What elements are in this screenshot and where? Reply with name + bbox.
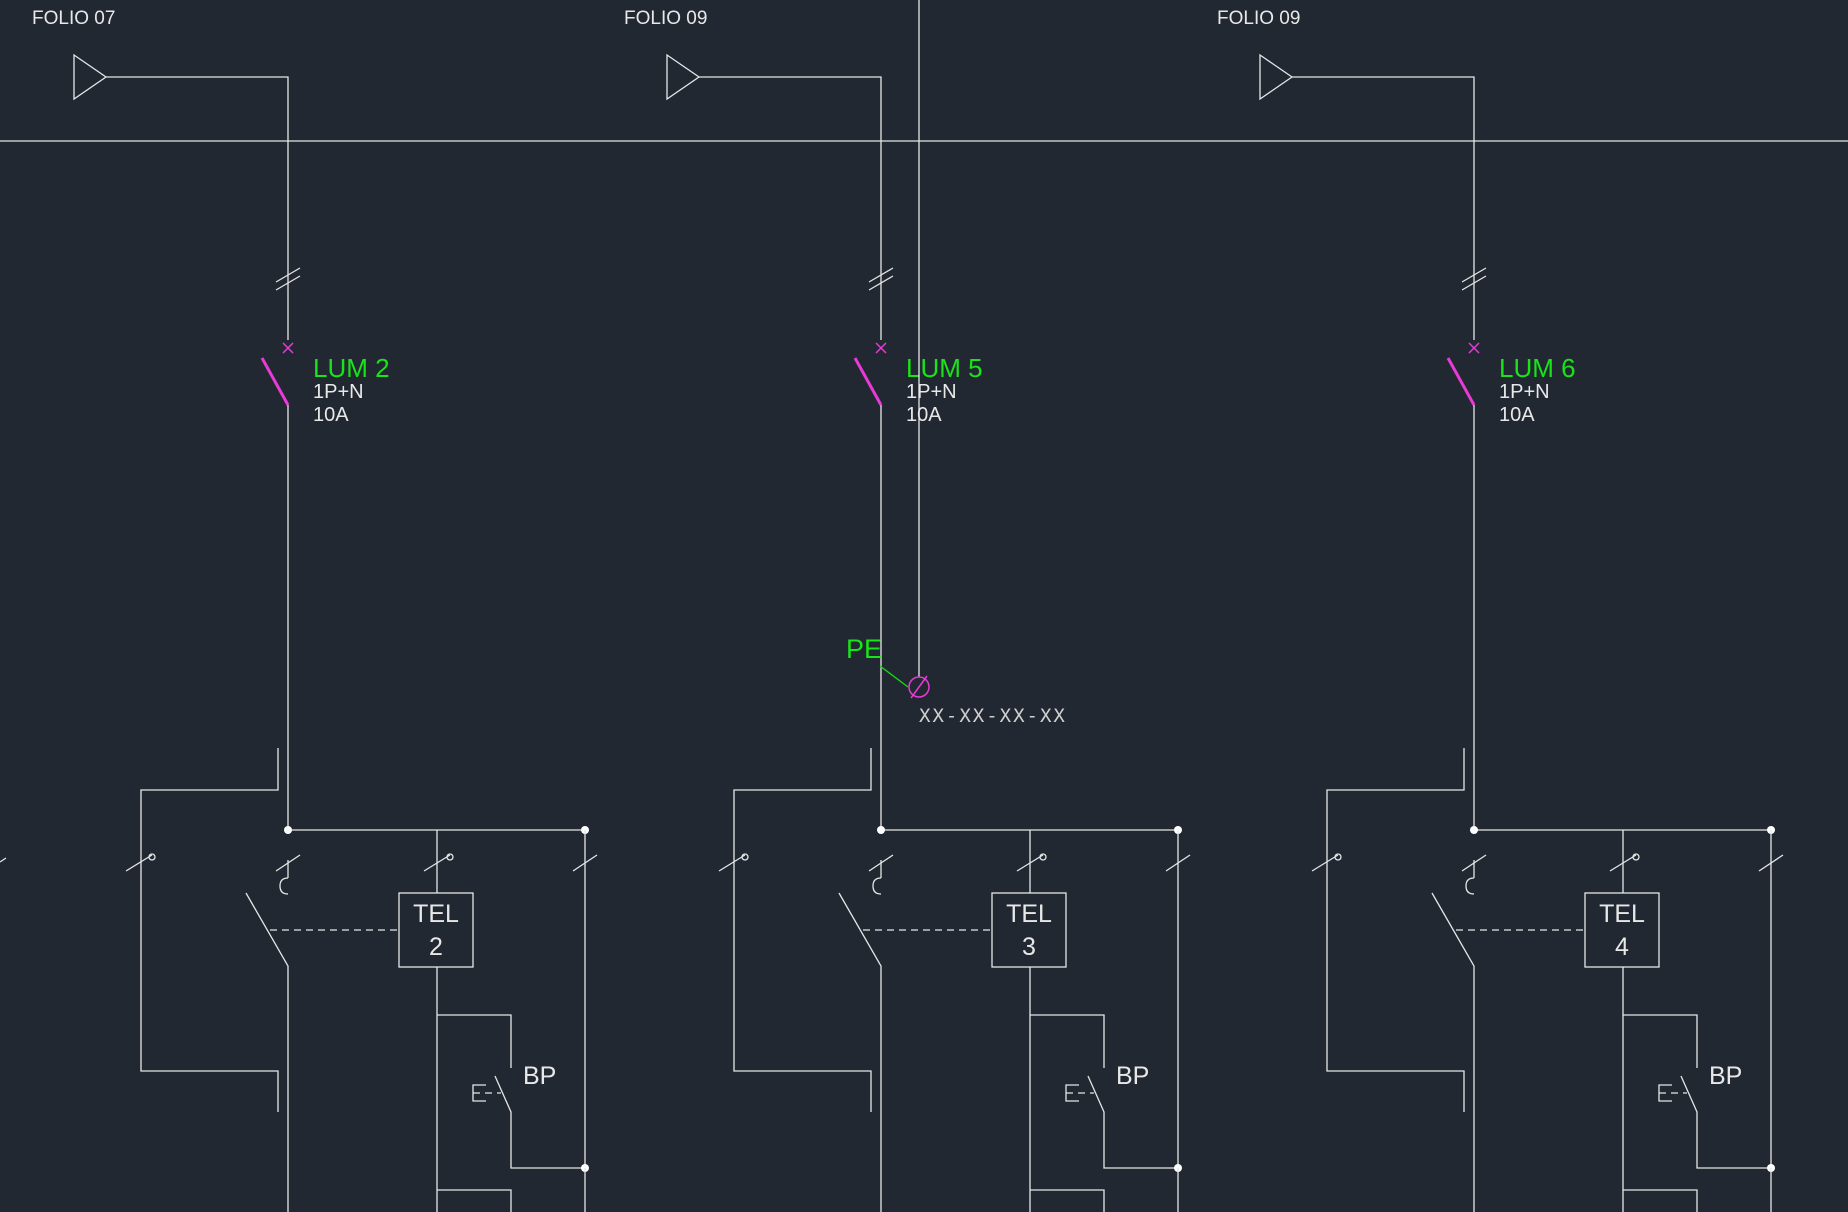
feed-wire — [106, 76, 289, 340]
off-page-connector-icon[interactable] — [1259, 53, 1294, 101]
terminal-mark-icon — [0, 857, 7, 863]
circuit-2[interactable]: FOLIO 09 LUM 5 1P+N 10A TEL 3 — [624, 8, 1191, 1212]
relay-label: TEL — [413, 900, 459, 928]
breaker-poles: 1P+N — [313, 381, 364, 403]
return-wire — [1030, 1189, 1105, 1212]
terminal-mark-icon — [1165, 854, 1191, 872]
earth-identifier: XX-XX-XX-XX — [919, 705, 1067, 727]
terminal-mark-icon — [1311, 854, 1339, 872]
relay-contact-switch-icon[interactable] — [245, 892, 289, 1212]
terminal-mark-icon — [148, 853, 156, 861]
breaker-name: LUM 2 — [313, 353, 390, 383]
relay-number: 4 — [1615, 933, 1629, 961]
junction-dot — [877, 826, 885, 834]
terminal-mark-icon — [1758, 854, 1784, 872]
relay-label: TEL — [1599, 900, 1645, 928]
breaker-contact-mark — [1468, 342, 1480, 354]
return-wire — [1623, 1189, 1698, 1212]
earth-leader-line — [879, 665, 909, 688]
pushbutton-label: BP — [1709, 1062, 1742, 1090]
breaker-poles: 1P+N — [1499, 381, 1550, 403]
return-wire — [437, 1189, 512, 1212]
control-loop-wire — [140, 748, 279, 1112]
terminal-mark-icon — [446, 853, 454, 861]
feed-wire — [1292, 76, 1475, 340]
off-page-connector-icon[interactable] — [666, 53, 701, 101]
junction-dot — [284, 826, 292, 834]
cable-tick-mark — [275, 267, 301, 283]
earth-label: PE — [846, 634, 882, 664]
relay-contact-switch-icon[interactable] — [838, 892, 882, 1212]
relay-label: TEL — [1006, 900, 1052, 928]
pushbutton-wire — [1030, 1014, 1105, 1068]
control-loop-wire — [1326, 748, 1465, 1112]
breaker-rating: 10A — [906, 404, 942, 426]
terminal-mark-icon — [1632, 853, 1640, 861]
feed-wire — [699, 76, 882, 340]
breaker-switch-icon[interactable] — [853, 357, 883, 406]
pushbutton-label: BP — [1116, 1062, 1149, 1090]
earth-conductor[interactable]: PE XX-XX-XX-XX — [846, 0, 1067, 727]
pushbutton-contact-icon[interactable] — [494, 1075, 585, 1169]
terminal-mark-icon — [1016, 854, 1044, 872]
breaker-switch-icon[interactable] — [260, 357, 290, 406]
contact-pivot-icon — [872, 877, 882, 895]
cable-tick-mark — [1461, 267, 1487, 283]
pushbutton-wire — [1623, 1014, 1698, 1068]
terminal-mark-icon — [1609, 854, 1637, 872]
junction-dot — [1470, 826, 1478, 834]
breaker-contact-mark — [875, 342, 887, 354]
terminal-mark-icon — [125, 854, 153, 872]
earth-terminal-icon[interactable] — [908, 676, 930, 698]
cable-tick-mark — [275, 275, 301, 291]
terminal-mark-icon — [572, 854, 598, 872]
contact-pivot-icon — [1465, 877, 1475, 895]
folio-reference: FOLIO 09 — [624, 8, 707, 29]
cable-tick-mark — [1461, 275, 1487, 291]
circuit-3[interactable]: FOLIO 09 LUM 6 1P+N 10A TEL 4 — [1217, 8, 1784, 1212]
cable-tick-mark — [868, 275, 894, 291]
control-loop-wire — [733, 748, 872, 1112]
terminal-mark-icon — [423, 854, 451, 872]
cable-tick-mark — [868, 267, 894, 283]
breaker-rating: 10A — [1499, 404, 1535, 426]
breaker-name: LUM 6 — [1499, 353, 1576, 383]
terminal-mark-icon — [741, 853, 749, 861]
breaker-contact-mark — [282, 342, 294, 354]
circuit-1[interactable]: FOLIO 07 LUM 2 1P+N 10A TEL 2 — [32, 8, 598, 1212]
terminal-mark-icon — [1334, 853, 1342, 861]
contact-pivot-icon — [279, 877, 289, 895]
relay-coil-box[interactable] — [1584, 892, 1660, 968]
pushbutton-contact-icon[interactable] — [1087, 1075, 1178, 1169]
breaker-poles: 1P+N — [906, 381, 957, 403]
off-page-connector-icon[interactable] — [73, 53, 108, 101]
folio-reference: FOLIO 07 — [32, 8, 115, 29]
relay-contact-switch-icon[interactable] — [1431, 892, 1475, 1212]
breaker-switch-icon[interactable] — [1446, 357, 1476, 406]
relay-number: 3 — [1022, 933, 1036, 961]
breaker-name: LUM 5 — [906, 353, 983, 383]
pushbutton-contact-icon[interactable] — [1680, 1075, 1771, 1169]
folio-reference: FOLIO 09 — [1217, 8, 1300, 29]
terminal-mark-icon — [718, 854, 746, 872]
earth-terminal-icon — [910, 675, 928, 699]
terminal-mark-icon — [1039, 853, 1047, 861]
pushbutton-wire — [437, 1014, 512, 1068]
relay-number: 2 — [429, 933, 443, 961]
relay-coil-box[interactable] — [398, 892, 474, 968]
relay-coil-box[interactable] — [991, 892, 1067, 968]
pushbutton-label: BP — [523, 1062, 556, 1090]
breaker-rating: 10A — [313, 404, 349, 426]
